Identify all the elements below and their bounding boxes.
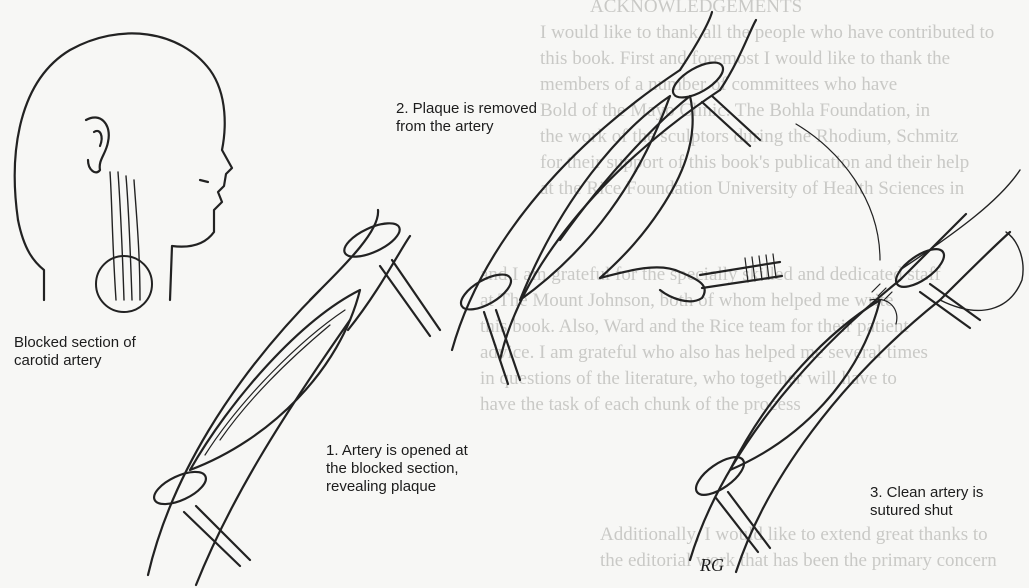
plaque-removed-drawing bbox=[452, 12, 782, 384]
step3-label: 3. Clean artery is sutured shut bbox=[870, 484, 983, 520]
blocked-section-label: Blocked section of carotid artery bbox=[14, 334, 136, 370]
step1-label: 1. Artery is opened at the blocked secti… bbox=[326, 442, 468, 496]
step2-label: 2. Plaque is removed from the artery bbox=[396, 100, 537, 136]
artery-opened-drawing bbox=[148, 210, 440, 585]
head-profile-drawing bbox=[15, 33, 232, 312]
artist-signature: RG bbox=[700, 556, 724, 574]
